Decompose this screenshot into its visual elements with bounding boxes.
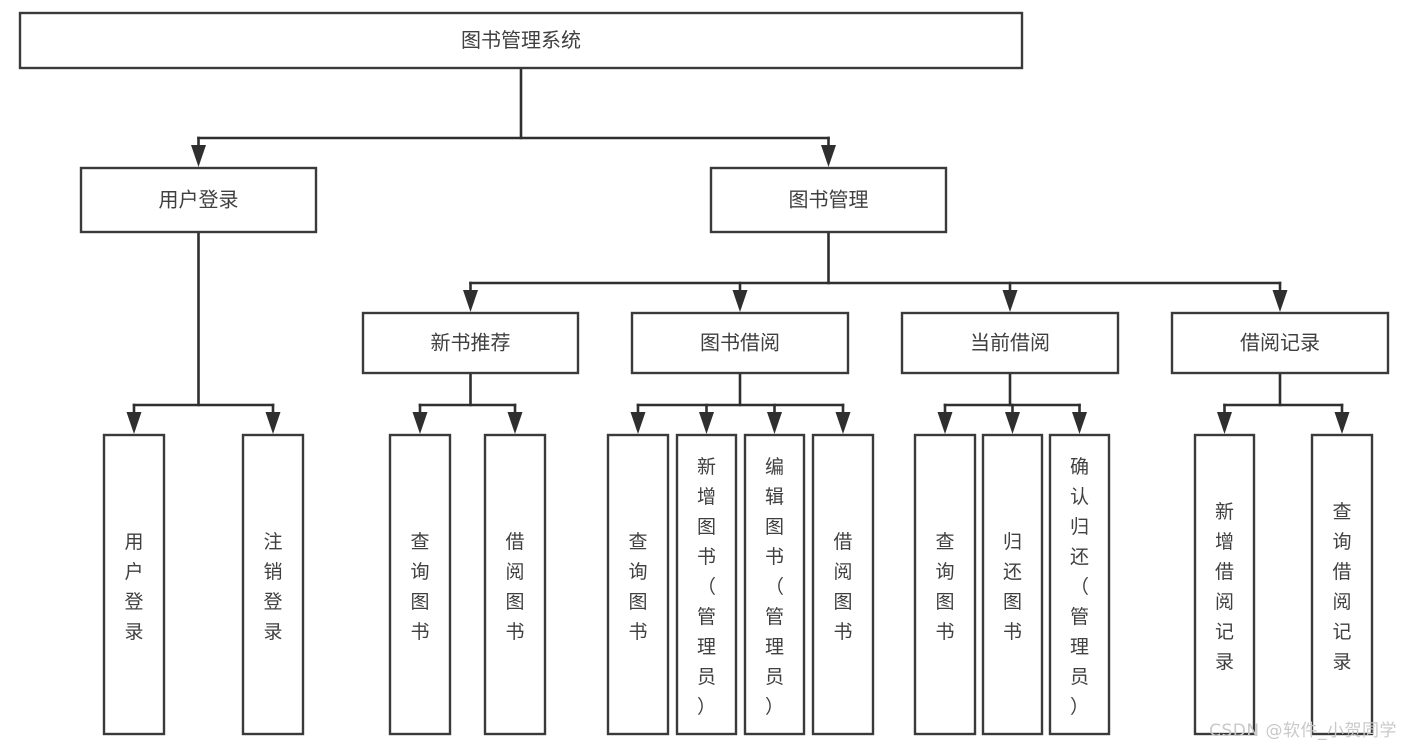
node-label: 用户登录	[159, 188, 239, 212]
node-l5[interactable]: 查询图书	[606, 433, 670, 736]
node-current[interactable]: 当前借阅	[900, 311, 1120, 375]
node-box[interactable]	[79, 166, 318, 234]
node-box[interactable]	[241, 433, 305, 736]
node-label: 图书管理	[789, 188, 869, 212]
node-box[interactable]	[483, 433, 547, 736]
node-records[interactable]: 借阅记录	[1170, 311, 1390, 375]
node-label: 查询图书	[935, 531, 954, 643]
arrowhead-icon	[1002, 290, 1018, 312]
node-l12[interactable]: 新增借阅记录	[1193, 433, 1256, 736]
node-layer: 图书管理系统用户登录图书管理新书推荐图书借阅当前借阅借阅记录用户登录注销登录查询…	[18, 11, 1390, 736]
arrowhead-icon	[1072, 412, 1087, 434]
node-l8[interactable]: 借阅图书	[811, 433, 875, 736]
arrowhead-icon	[1217, 412, 1232, 434]
node-label: 新书推荐	[431, 331, 511, 355]
node-box[interactable]	[1193, 433, 1256, 736]
node-label: 借阅记录	[1240, 331, 1320, 355]
node-l13[interactable]: 查询借阅记录	[1310, 433, 1374, 736]
node-l7[interactable]: 编辑图书（管理员）	[743, 433, 806, 736]
node-label: 归还图书	[1003, 531, 1022, 643]
node-box[interactable]	[1048, 433, 1111, 736]
edge-layer	[126, 66, 1350, 434]
edge-group-bookmgmt	[463, 230, 1288, 312]
node-box[interactable]	[900, 311, 1120, 375]
edge-group-newbook	[412, 371, 523, 434]
arrowhead-icon	[1272, 290, 1288, 312]
node-label: 借阅图书	[505, 531, 524, 643]
node-l1[interactable]: 用户登录	[102, 433, 166, 736]
node-label: 新增图书（管理员）	[697, 456, 716, 718]
node-box[interactable]	[388, 433, 452, 736]
node-label: 图书借阅	[700, 331, 780, 355]
arrowhead-icon	[1005, 412, 1020, 434]
arrowhead-icon	[937, 412, 953, 434]
arrowhead-icon	[630, 412, 646, 434]
node-box[interactable]	[913, 433, 977, 736]
arrowhead-icon	[1334, 412, 1350, 434]
node-label: 图书管理系统	[461, 28, 581, 52]
node-l9[interactable]: 查询图书	[913, 433, 977, 736]
node-label: 当前借阅	[970, 331, 1050, 355]
node-label: 注销登录	[263, 531, 282, 643]
arrowhead-icon	[699, 412, 714, 434]
node-box[interactable]	[606, 433, 670, 736]
node-box[interactable]	[630, 311, 850, 375]
node-box[interactable]	[361, 311, 580, 375]
node-root[interactable]: 图书管理系统	[18, 11, 1024, 70]
arrowhead-icon	[412, 412, 428, 434]
edge-group-borrow	[630, 371, 851, 434]
node-box[interactable]	[18, 11, 1024, 70]
arrowhead-icon	[126, 412, 142, 434]
node-label: 新增借阅记录	[1215, 501, 1234, 673]
arrowhead-icon	[507, 412, 523, 434]
node-bookmgmt[interactable]: 图书管理	[709, 166, 948, 234]
arrowhead-icon	[191, 145, 206, 167]
node-l3[interactable]: 查询图书	[388, 433, 452, 736]
arrowhead-icon	[265, 412, 281, 434]
edge-group-login	[126, 230, 281, 434]
arrowhead-icon	[835, 412, 851, 434]
arrowhead-icon	[463, 290, 478, 312]
node-box[interactable]	[981, 433, 1044, 736]
node-label: 确认归还（管理员）	[1070, 456, 1089, 718]
arrowhead-icon	[767, 412, 782, 434]
node-label: 编辑图书（管理员）	[765, 456, 784, 718]
node-l10[interactable]: 归还图书	[981, 433, 1044, 736]
edge-group-current	[937, 371, 1087, 434]
node-login[interactable]: 用户登录	[79, 166, 318, 234]
arrowhead-icon	[732, 290, 748, 312]
node-box[interactable]	[709, 166, 948, 234]
node-l2[interactable]: 注销登录	[241, 433, 305, 736]
node-label: 用户登录	[124, 531, 143, 643]
node-l11[interactable]: 确认归还（管理员）	[1048, 433, 1111, 736]
node-label: 查询借阅记录	[1332, 501, 1351, 673]
node-box[interactable]	[1170, 311, 1390, 375]
node-label: 借阅图书	[833, 531, 852, 643]
node-label: 查询图书	[410, 531, 429, 643]
node-box[interactable]	[1310, 433, 1374, 736]
node-label: 查询图书	[628, 531, 647, 643]
node-l4[interactable]: 借阅图书	[483, 433, 547, 736]
node-box[interactable]	[102, 433, 166, 736]
edge-group-root	[191, 66, 836, 167]
node-box[interactable]	[675, 433, 738, 736]
node-l6[interactable]: 新增图书（管理员）	[675, 433, 738, 736]
node-box[interactable]	[743, 433, 806, 736]
node-borrow[interactable]: 图书借阅	[630, 311, 850, 375]
node-newbook[interactable]: 新书推荐	[361, 311, 580, 375]
node-box[interactable]	[811, 433, 875, 736]
arrowhead-icon	[821, 145, 836, 167]
edge-group-records	[1217, 371, 1350, 434]
